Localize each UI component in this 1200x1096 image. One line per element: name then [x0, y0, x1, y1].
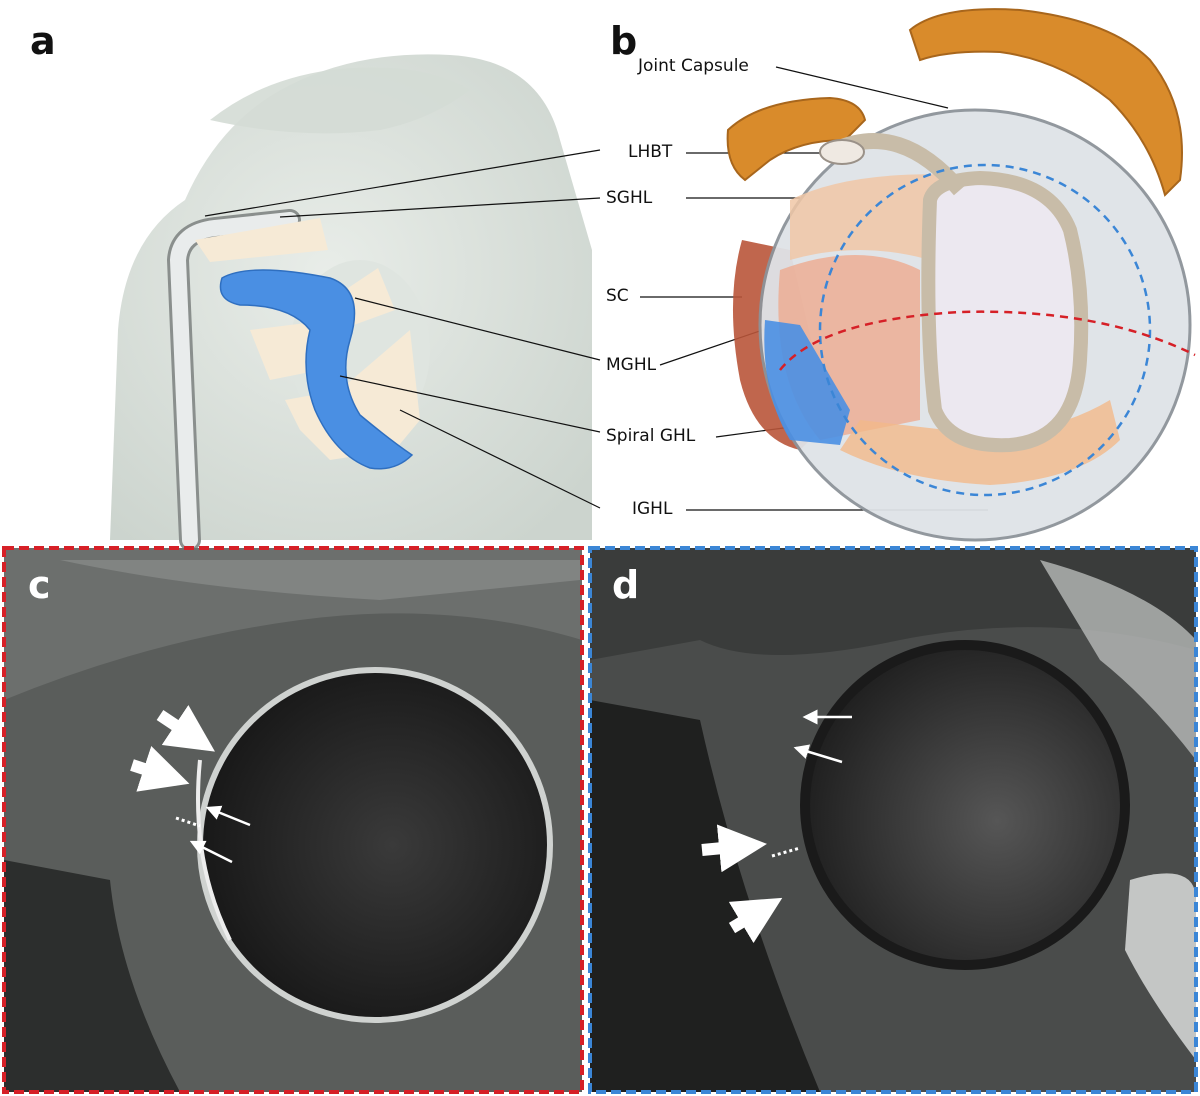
label-joint-capsule: Joint Capsule [638, 58, 749, 75]
humeral-head-d [805, 645, 1125, 965]
panel-c-mri [4, 548, 582, 1092]
label-lhbt: LHBT [628, 144, 672, 161]
panel-b-illustration [728, 9, 1195, 540]
panel-letter-b: b [610, 22, 637, 60]
panel-a-illustration [0, 0, 592, 540]
label-sghl: SGHL [606, 190, 652, 207]
label-sc: SC [606, 288, 629, 305]
humeral-head-c [200, 670, 550, 1020]
panel-d-mri [590, 548, 1196, 1092]
panel-letter-a: a [30, 22, 56, 60]
thick-arrow-d-1 [702, 845, 755, 850]
panel-letter-d: d [612, 566, 639, 604]
label-mghl: MGHL [606, 357, 656, 374]
panel-letter-c: c [28, 566, 51, 604]
label-spiral-ghl: Spiral GHL [606, 428, 695, 445]
label-ighl: IGHL [632, 501, 672, 518]
